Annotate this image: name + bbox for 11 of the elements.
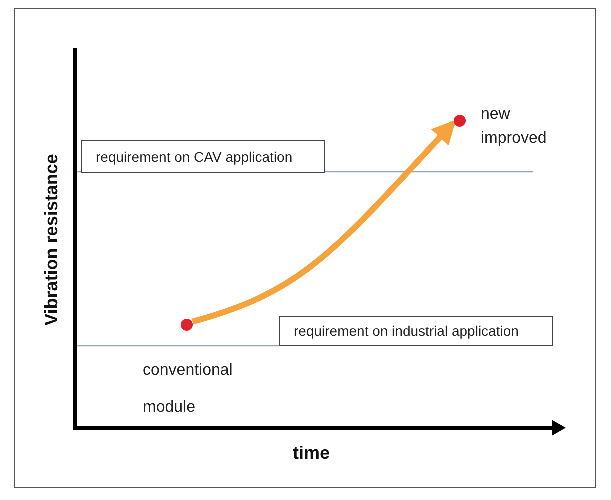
requirement-text: requirement on CAV application <box>96 148 293 164</box>
x-axis-label: time <box>293 443 330 464</box>
data-point <box>181 319 193 331</box>
data-point <box>454 115 466 127</box>
point-label: new improved <box>481 105 548 149</box>
y-axis-label: Vibration resistance <box>42 154 62 326</box>
requirement-box <box>279 316 553 346</box>
requirement-text: requirement on industrial application <box>294 323 519 339</box>
requirement-box <box>81 140 325 173</box>
arrow <box>192 120 456 325</box>
point-label: conventional module <box>143 361 234 418</box>
